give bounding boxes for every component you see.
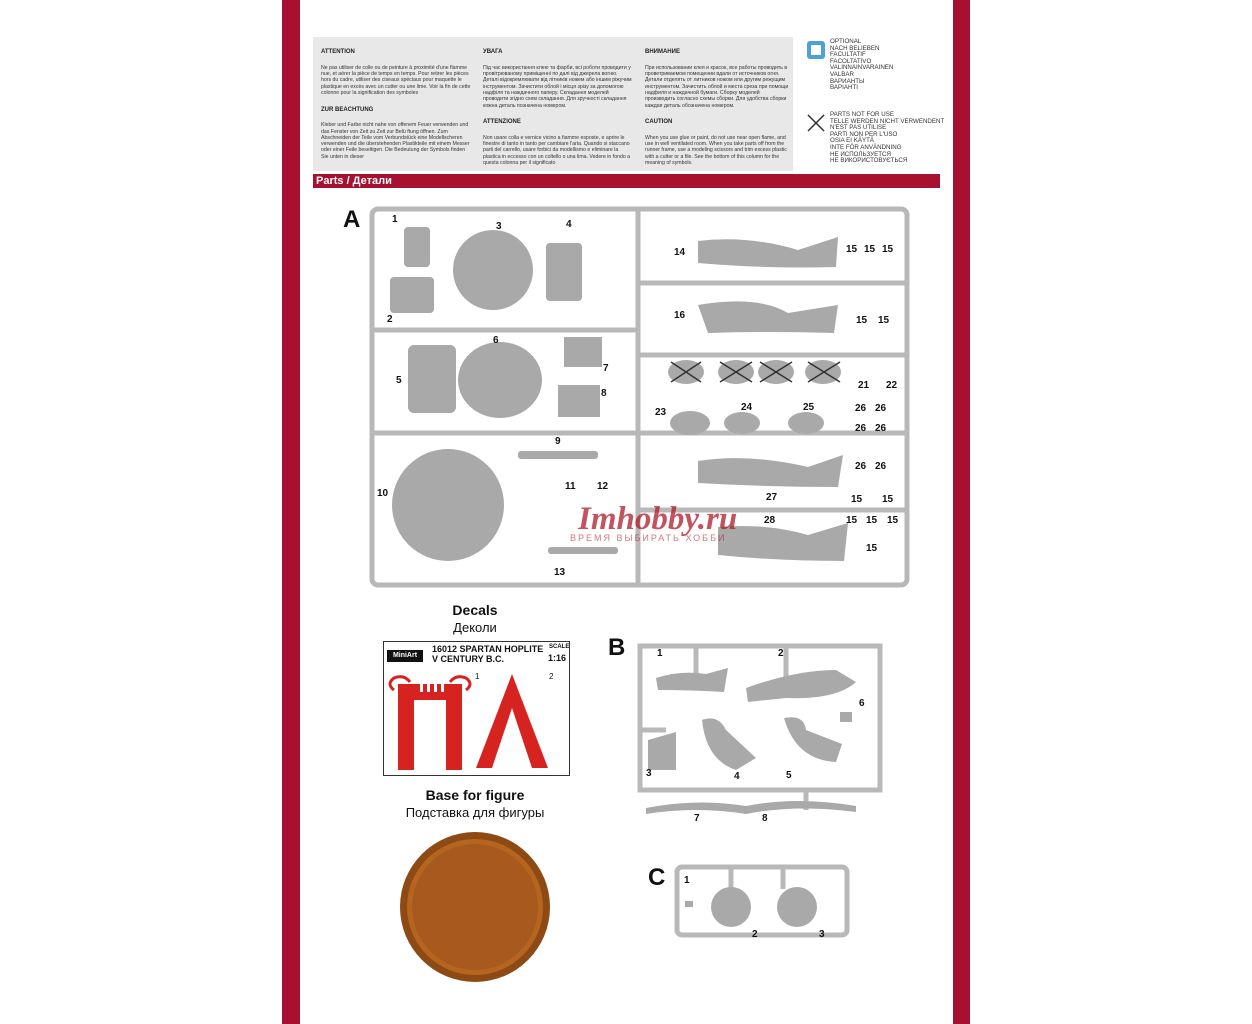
miniart-logo: MiniArt	[387, 650, 423, 662]
part-number: 26	[855, 403, 867, 414]
sprue-c	[674, 864, 850, 938]
decal-century: V CENTURY B.C.	[432, 654, 505, 664]
decal-number: 1	[475, 672, 480, 681]
sprue-b-label: B	[608, 634, 626, 661]
notice-heading: CAUTION	[645, 119, 673, 126]
watermark-brand: Imhobby.ru	[578, 501, 738, 537]
part-number: 15	[882, 244, 894, 255]
part-number: 4	[734, 771, 740, 782]
decal-sheet: MiniArt 16012 SPARTAN HOPLITE V CENTURY …	[383, 641, 570, 776]
part-number: 2	[387, 314, 393, 325]
legend-optional: OPTIONAL NACH BELIEBEN FACULTATIF FACOLT…	[830, 38, 894, 92]
notice-text: Ne pas utiliser de colle ou de peinture …	[321, 64, 471, 97]
part-number: 6	[493, 335, 499, 346]
sprue-c-label: C	[648, 864, 666, 891]
part-number: 15	[864, 244, 876, 255]
part-number: 5	[396, 375, 402, 386]
part-number: 5	[786, 770, 792, 781]
notice-col-2: УВАГА Під час використання клею та фарби…	[483, 43, 633, 173]
part-number: 3	[496, 221, 502, 232]
part-number: 4	[566, 219, 572, 230]
part-number: 6	[859, 698, 865, 709]
part-number: 26	[855, 461, 867, 472]
part-number: 15	[878, 315, 890, 326]
not-for-use-icon	[807, 114, 825, 132]
part-number: 8	[601, 388, 607, 399]
notice-col-3: ВНИМАНИЕ При использовании клея и красок…	[645, 43, 790, 173]
notice-text: Під час використання клею та фарби, всі …	[483, 64, 632, 109]
notice-heading: ВНИМАНИЕ	[645, 49, 680, 56]
decals-title: Decals	[452, 602, 498, 618]
part-number: 24	[741, 402, 753, 413]
part-number: 9	[555, 436, 561, 447]
part-number: 16	[674, 310, 686, 321]
sprue-b	[637, 643, 883, 814]
part-number: 15	[851, 494, 863, 505]
decal-artwork	[388, 674, 548, 770]
part-number: 15	[846, 515, 858, 526]
part-number: 15	[846, 244, 858, 255]
part-number: 2	[778, 648, 784, 659]
part-number: 14	[674, 247, 686, 258]
notice-col-1: ATTENTION Ne pas utiliser de colle ou de…	[321, 43, 471, 166]
part-number: 3	[819, 929, 825, 940]
part-number: 26	[875, 423, 887, 434]
sprue-a	[369, 206, 910, 588]
base-title-ru: Подставка для фигуры	[405, 805, 545, 820]
scale-value: 1:16	[548, 653, 567, 663]
part-number: 15	[866, 515, 878, 526]
sprue-a-label: A	[343, 206, 361, 233]
figure-base	[400, 832, 550, 982]
part-number: 25	[803, 402, 815, 413]
part-number: 11	[565, 481, 576, 492]
part-number: 2	[752, 929, 758, 940]
legend-not-for-use: PARTS NOT FOR USE TELLE WERDEN NICHT VER…	[830, 111, 945, 165]
part-number: 26	[875, 461, 887, 472]
notice-heading: ATTENZIONE	[483, 119, 521, 126]
part-number: 27	[766, 492, 778, 503]
section-title: Parts / Детали	[316, 175, 392, 187]
part-number: 26	[875, 403, 887, 414]
notice-heading: ZUR BEACHTUNG	[321, 106, 374, 113]
part-number: 15	[866, 543, 878, 554]
part-number: 15	[856, 315, 868, 326]
part-number: 28	[764, 515, 776, 526]
part-number: 15	[887, 515, 899, 526]
notice-heading: УВАГА	[483, 49, 503, 56]
part-number: 12	[597, 481, 609, 492]
watermark-tagline: ВРЕМЯ ВЫБИРАТЬ ХОББИ	[570, 533, 727, 543]
decal-number: 2	[549, 672, 554, 681]
part-number: 1	[657, 648, 663, 659]
part-number: 7	[603, 363, 609, 374]
part-number: 15	[882, 494, 894, 505]
scale-label: SCALE	[549, 644, 570, 650]
safety-notice: ATTENTION Ne pas utiliser de colle ou de…	[313, 37, 793, 171]
part-number: 8	[762, 813, 768, 824]
part-number: 1	[392, 214, 398, 225]
part-number: 3	[646, 768, 652, 779]
base-title: Base for figure	[425, 787, 525, 803]
optional-icon	[807, 41, 825, 59]
notice-text: Kleber und Farbe nicht nahe von offenem …	[321, 122, 470, 160]
part-number: 26	[855, 423, 867, 434]
decal-code: 16012 SPARTAN HOPLITE	[432, 644, 544, 654]
part-number: 1	[684, 875, 690, 886]
part-number: 13	[554, 567, 566, 578]
part-number: 22	[886, 380, 898, 391]
notice-text: При использовании клея и красок, все раб…	[645, 64, 789, 109]
section-bar: Parts / Детали	[313, 174, 940, 188]
part-number: 21	[858, 380, 870, 391]
notice-text: When you use glue or paint, do not use n…	[645, 134, 787, 167]
decals-title-ru: Деколи	[453, 620, 497, 635]
part-number: 10	[377, 488, 389, 499]
notice-text: Non usare colla e vernice vicino a fiamm…	[483, 134, 631, 167]
notice-heading: ATTENTION	[321, 49, 355, 56]
part-number: 7	[694, 813, 700, 824]
part-number: 23	[655, 407, 667, 418]
